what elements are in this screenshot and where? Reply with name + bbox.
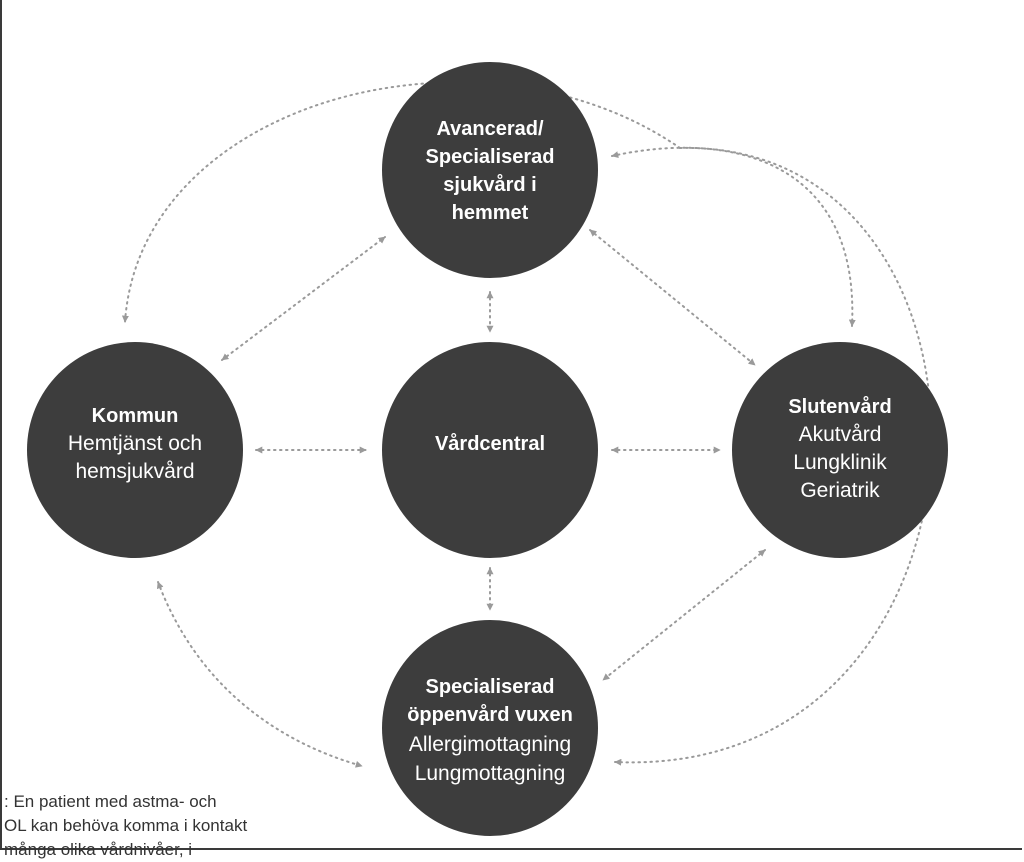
node-left-circle <box>27 342 243 558</box>
node-right-line-3: Lungklinik <box>793 451 887 474</box>
node-left-line-3: hemsjukvård <box>75 460 194 483</box>
node-top-line-3: sjukvård i <box>443 173 536 196</box>
node-bottom-line-2: öppenvård vuxen <box>407 703 573 726</box>
connector-right-bottom <box>602 549 766 681</box>
connector-left-top <box>221 236 386 361</box>
connector-top-right-arc <box>611 146 856 327</box>
node-left-line-2: Hemtjänst och <box>68 432 202 455</box>
node-left-line-1: Kommun <box>92 405 179 427</box>
node-top-line-1: Avancerad/ <box>436 118 544 140</box>
node-right-circle <box>732 342 948 558</box>
node-center-circle <box>382 342 598 558</box>
node-top-line-2: Specialiserad <box>426 146 555 168</box>
caption-line-3: många olika vårdnivåer, i <box>4 840 193 859</box>
node-right-line-2: Akutvård <box>799 423 882 446</box>
caption-line-2: OL kan behöva komma i kontakt <box>4 816 248 835</box>
connector-top-right <box>589 229 756 366</box>
node-center-line-1: Vårdcentral <box>435 432 545 455</box>
node-bottom-circle <box>382 620 598 836</box>
node-bottom-line-1: Specialiserad <box>426 676 555 698</box>
node-right-line-1: Slutenvård <box>788 395 891 418</box>
node-right-line-4: Geriatrik <box>800 479 880 502</box>
node-top-line-4: hemmet <box>452 202 529 224</box>
connector-left-bottom <box>156 581 363 768</box>
connector-outer-arc <box>614 146 933 766</box>
node-bottom-line-3: Allergimottagning <box>409 733 571 756</box>
node-top-circle <box>382 62 598 278</box>
caption-line-1: : En patient med astma- och <box>4 792 217 811</box>
connector-top-arc-left <box>121 81 681 323</box>
node-bottom-line-4: Lungmottagning <box>415 762 566 785</box>
figure-caption: : En patient med astma- och OL kan behöv… <box>4 790 247 862</box>
